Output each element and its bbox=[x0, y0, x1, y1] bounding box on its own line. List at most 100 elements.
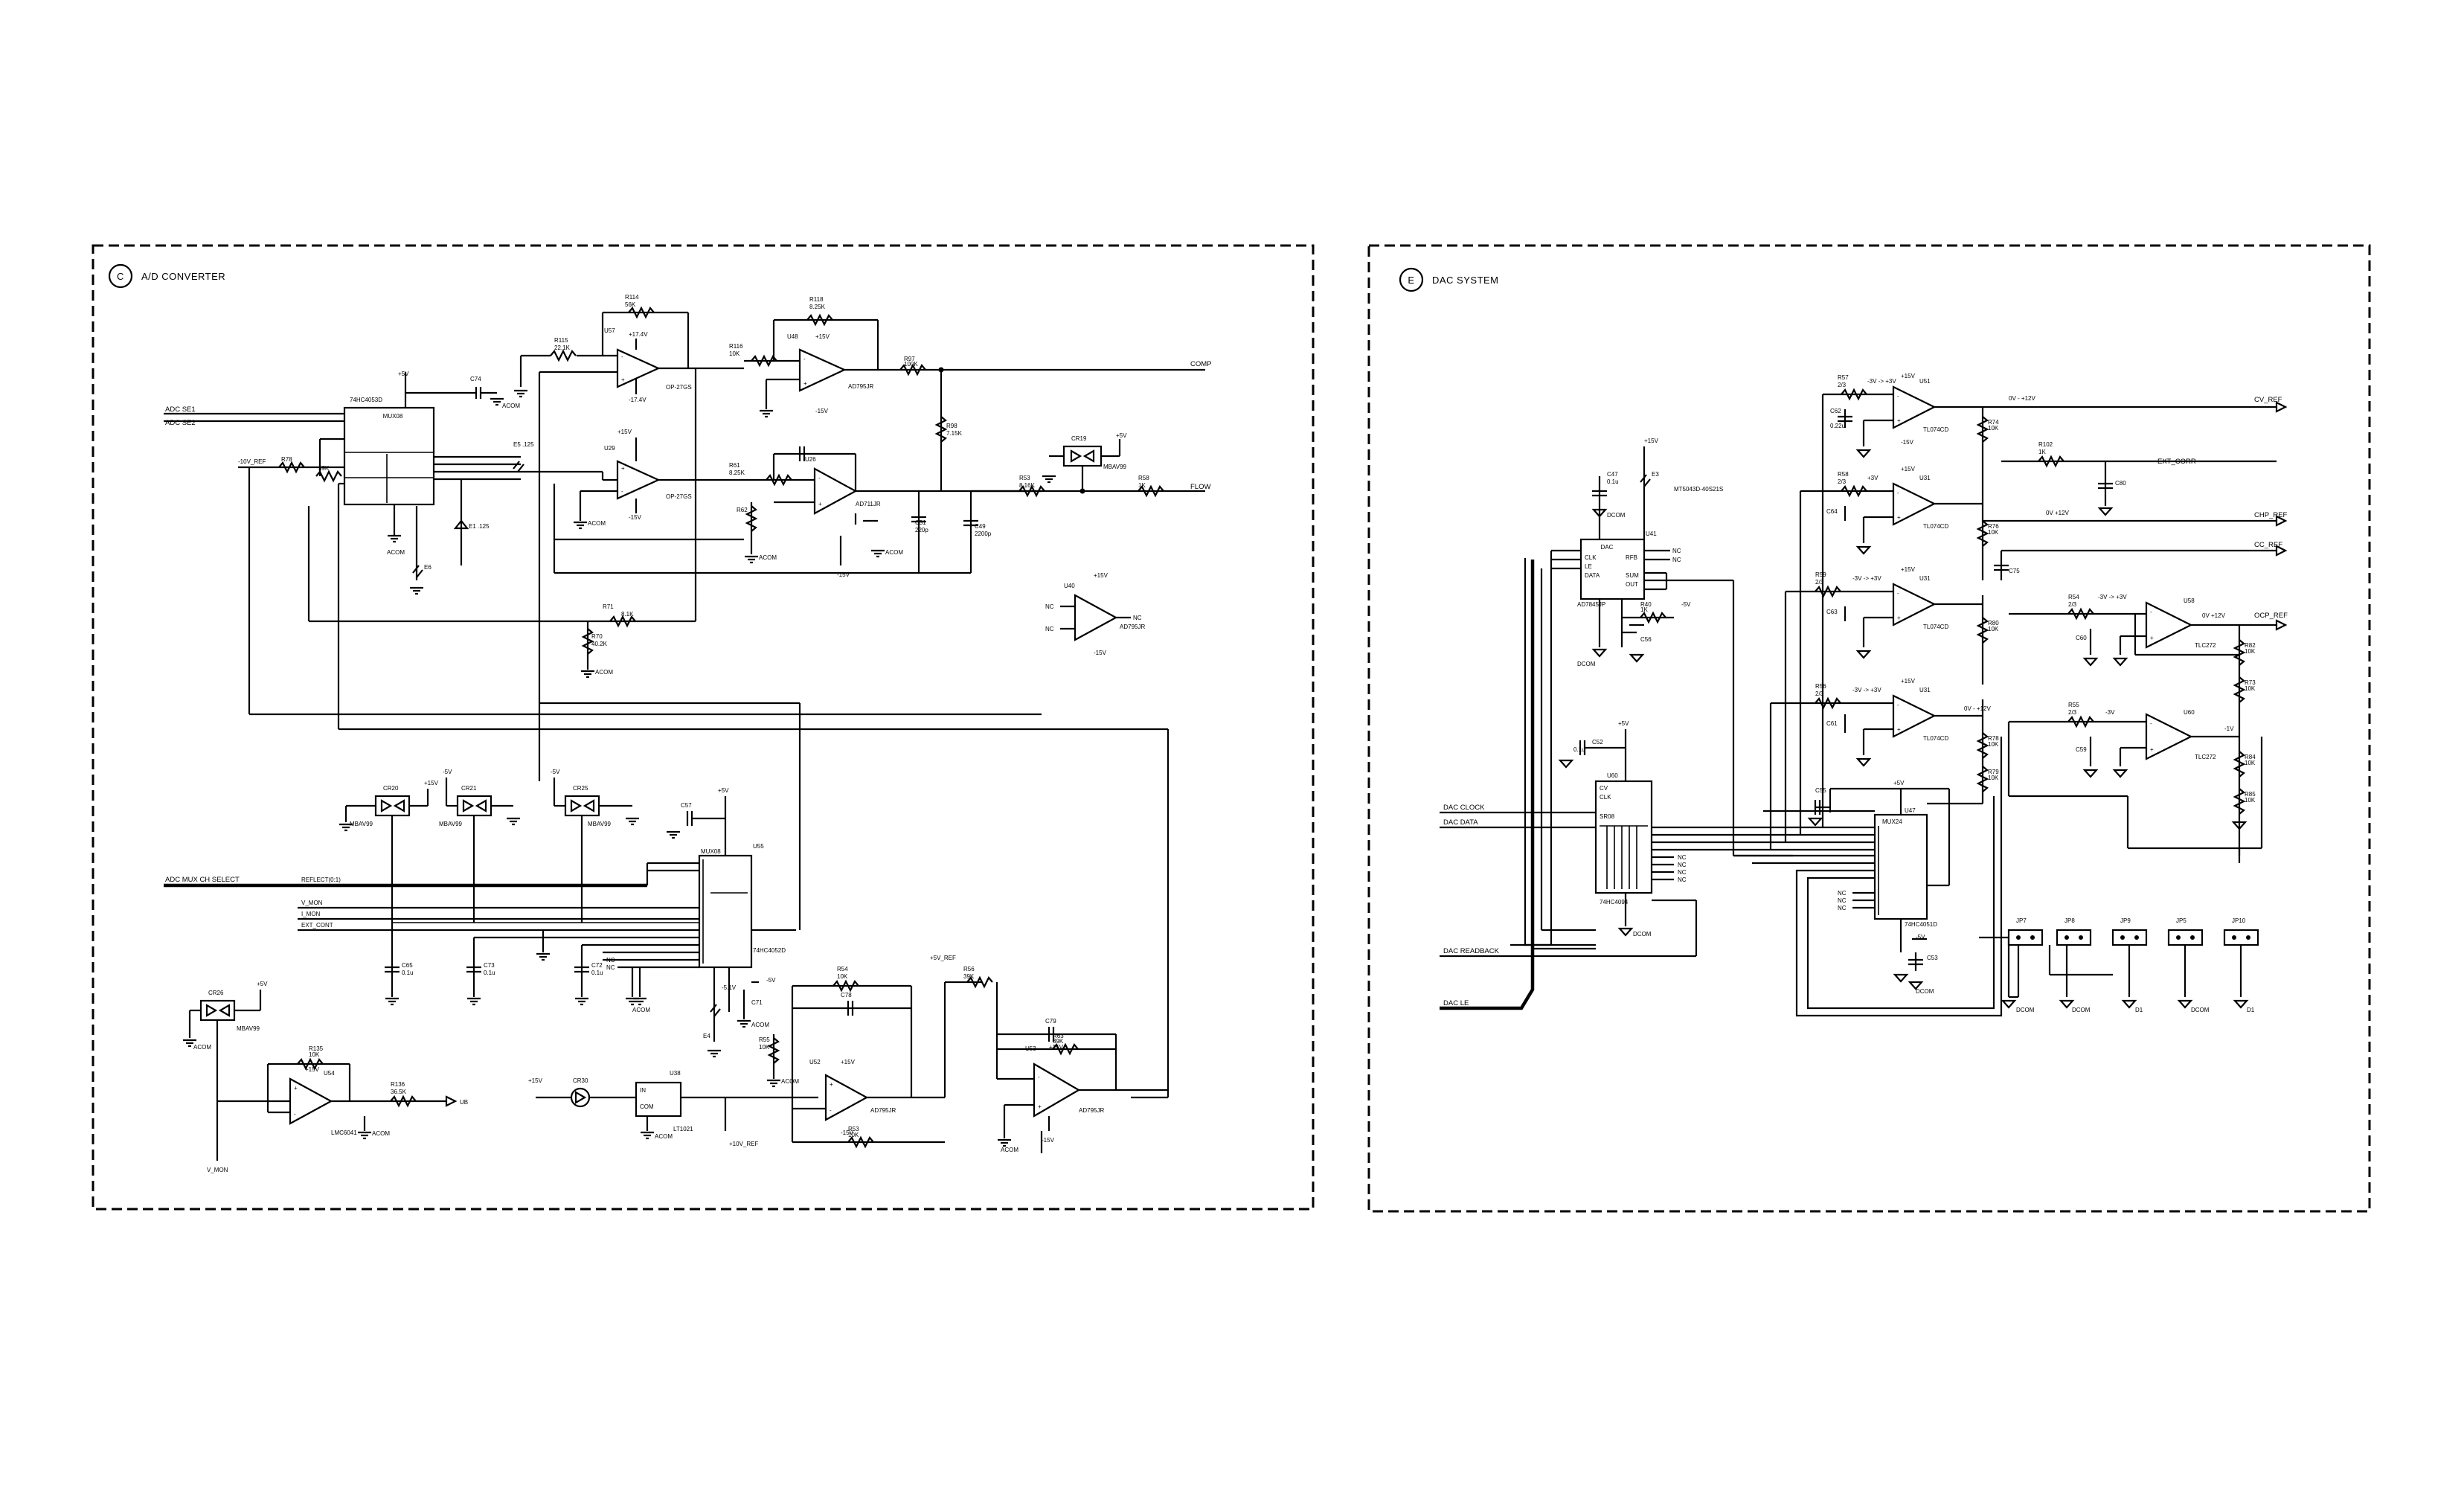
adc-u40: U40 bbox=[1064, 583, 1075, 589]
dac-hc4094: 74HC4094 bbox=[1600, 899, 1629, 906]
dac-amp2-p15: +15V bbox=[1901, 466, 1916, 472]
dac-dcom2: DCOM bbox=[1577, 661, 1596, 667]
dac-panel-title: DAC SYSTEM bbox=[1432, 275, 1499, 286]
dac-ocp-ref-net: OCP_REF bbox=[2254, 612, 2288, 620]
svg-text:R55: R55 bbox=[759, 1036, 770, 1043]
adc-u29-m15: -15V bbox=[629, 514, 642, 521]
svg-text:OUT: OUT bbox=[1626, 581, 1638, 588]
dac-hc4051: 74HC4051D bbox=[1905, 921, 1937, 928]
svg-text:NC: NC bbox=[606, 957, 615, 964]
svg-text:-5.1V: -5.1V bbox=[722, 984, 737, 991]
svg-text:10K: 10K bbox=[848, 1132, 859, 1138]
adc-imon-net: I_MON bbox=[301, 911, 321, 917]
adc-r70: R70 bbox=[591, 633, 603, 640]
dac-c62-val: 0.22u bbox=[1830, 423, 1845, 429]
svg-text:R79: R79 bbox=[1988, 769, 1999, 775]
svg-text:+: + bbox=[621, 376, 625, 383]
svg-text:NC: NC bbox=[1678, 854, 1687, 861]
adc-u29-p15: +15V bbox=[617, 429, 632, 435]
adc-u54-part: LMC6041 bbox=[331, 1129, 357, 1136]
svg-text:10K: 10K bbox=[837, 973, 848, 980]
dac-cv-ref-net: CV_REF bbox=[2254, 396, 2282, 404]
svg-text:NC: NC bbox=[1672, 557, 1681, 563]
adc-opamp-u57 bbox=[616, 348, 661, 388]
adc-r114-val: 56K bbox=[625, 301, 636, 308]
adc-panel-badge bbox=[108, 263, 133, 289]
dac-tl-b: TL074CD bbox=[1923, 523, 1948, 530]
dac-le-net: DAC LE bbox=[1443, 999, 1469, 1007]
svg-text:R62: R62 bbox=[737, 507, 748, 513]
adc-cr21-part: MBAV99 bbox=[439, 821, 463, 827]
svg-text:0V +12V: 0V +12V bbox=[2202, 612, 2226, 619]
adc-u54-p15: +15V bbox=[305, 1066, 320, 1073]
adc-u55-part: 74HC4052D bbox=[753, 947, 786, 954]
dac-jp5-dcom: DCOM bbox=[2191, 1007, 2210, 1013]
adc-r97-val: 100K bbox=[904, 361, 918, 368]
svg-text:-: - bbox=[2150, 720, 2152, 727]
svg-text:2/3: 2/3 bbox=[1815, 690, 1824, 697]
dac-mux-name: MUX24 bbox=[1882, 818, 1902, 825]
dac-dcom4: DCOM bbox=[1916, 988, 1934, 995]
svg-text:CLK: CLK bbox=[1585, 554, 1597, 561]
svg-text:1K: 1K bbox=[1640, 606, 1648, 613]
svg-text:ACOM: ACOM bbox=[759, 554, 777, 561]
dac-jumpers: JP7 DCOM JP8 DCOM JP9 D1 JP5 DCOM bbox=[2001, 917, 2259, 1013]
adc-vref-net: +10V_REF bbox=[729, 1141, 758, 1147]
svg-text:+5V: +5V bbox=[398, 371, 409, 377]
svg-text:-: - bbox=[830, 1107, 832, 1114]
svg-text:ACOM: ACOM bbox=[655, 1133, 673, 1140]
adc-u55-m5: -5V bbox=[766, 977, 776, 984]
svg-text:R53: R53 bbox=[848, 1126, 859, 1132]
svg-text:DATA: DATA bbox=[1585, 572, 1600, 579]
adc-opamp-u53 bbox=[1033, 1062, 1081, 1118]
svg-text:NC: NC bbox=[1678, 869, 1687, 876]
svg-text:+: + bbox=[1897, 514, 1901, 521]
svg-text:E3: E3 bbox=[1652, 471, 1659, 478]
svg-text:NC: NC bbox=[1838, 890, 1847, 897]
svg-text:C64: C64 bbox=[1826, 508, 1838, 515]
svg-text:C79: C79 bbox=[1045, 1018, 1056, 1025]
svg-text:-: - bbox=[803, 356, 806, 362]
svg-text:10K: 10K bbox=[2245, 760, 2256, 766]
dac-mux-u47 bbox=[1873, 813, 1928, 920]
adc-r114: R114 bbox=[625, 294, 639, 301]
svg-text:R135: R135 bbox=[309, 1045, 324, 1052]
svg-text:NC: NC bbox=[1045, 626, 1054, 632]
svg-text:R61: R61 bbox=[729, 462, 740, 469]
svg-text:C80: C80 bbox=[2115, 480, 2126, 487]
dac-data-net: DAC DATA bbox=[1443, 818, 1478, 827]
svg-text:NC: NC bbox=[1672, 548, 1681, 554]
svg-text:CV: CV bbox=[1600, 785, 1608, 792]
adc-u26-label: U26 bbox=[805, 456, 816, 463]
dac-tlc-a: TLC272 bbox=[2195, 642, 2216, 649]
svg-text:C60: C60 bbox=[2076, 635, 2087, 641]
svg-text:RFB: RFB bbox=[1626, 554, 1637, 561]
svg-text:C57: C57 bbox=[681, 802, 692, 809]
adc-r97: R97 bbox=[904, 356, 915, 362]
svg-text:R58: R58 bbox=[1138, 475, 1149, 481]
svg-text:8.1K: 8.1K bbox=[621, 611, 634, 618]
adc-c49-val: 2200p bbox=[975, 531, 992, 537]
dac-jp7: JP7 bbox=[2016, 917, 2027, 924]
svg-text:-3V -> +3V: -3V -> +3V bbox=[1867, 378, 1896, 385]
svg-text:10K: 10K bbox=[759, 1044, 770, 1051]
svg-text:C52: C52 bbox=[1592, 739, 1603, 746]
svg-text:+: + bbox=[2150, 635, 2154, 641]
dac-tl-a: TL074CD bbox=[1923, 426, 1948, 433]
svg-text:-3V -> +3V: -3V -> +3V bbox=[1852, 687, 1881, 693]
svg-text:R59: R59 bbox=[1815, 571, 1826, 578]
svg-text:39K: 39K bbox=[318, 465, 330, 472]
svg-text:R55: R55 bbox=[2068, 702, 2079, 708]
adc-ref-diode-cr30 bbox=[570, 1087, 591, 1108]
adc-u53-m15: -15V bbox=[1042, 1137, 1055, 1144]
svg-text:-10V_REF: -10V_REF bbox=[238, 458, 266, 465]
dac-ad-chip: AD7845JP bbox=[1577, 601, 1605, 608]
adc-r98-val: 7.15K bbox=[946, 430, 963, 437]
svg-text:R63: R63 bbox=[1053, 1033, 1064, 1039]
svg-text:10K: 10K bbox=[2245, 685, 2256, 692]
dac-mux-m5: -5V bbox=[1916, 934, 1925, 940]
dac-amp1-m15: -15V bbox=[1901, 439, 1914, 446]
dac-readback-net: DAC READBACK bbox=[1443, 947, 1500, 955]
